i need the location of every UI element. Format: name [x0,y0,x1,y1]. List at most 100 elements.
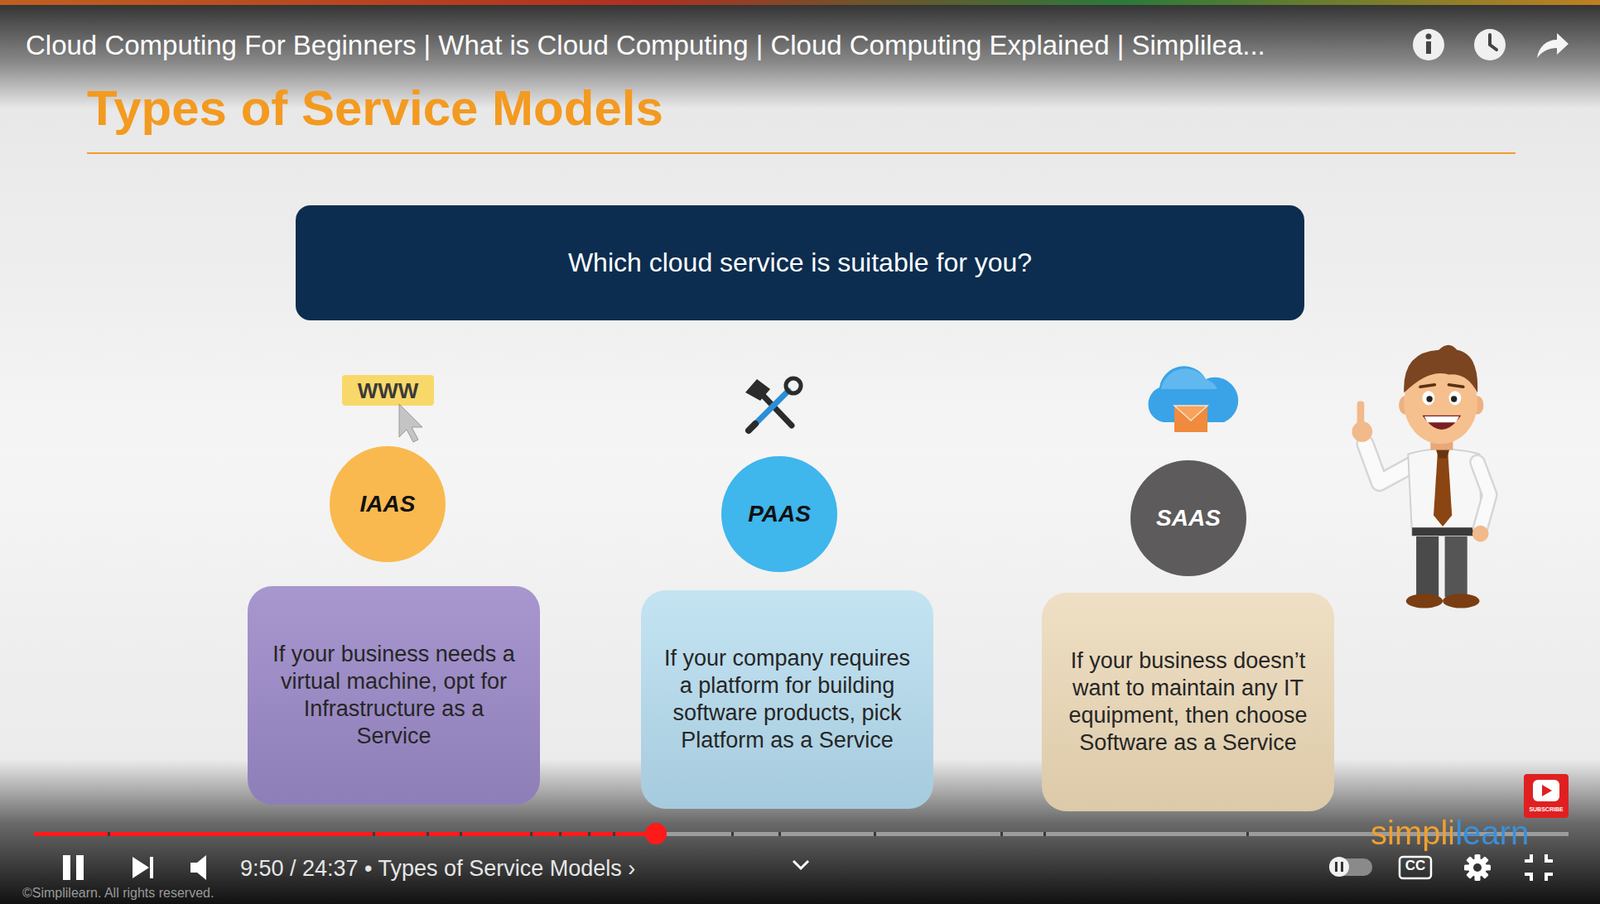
presenter-figure-part [1472,525,1490,543]
progress-bar-part-part [559,832,562,837]
top-icons-part [1474,28,1506,61]
player-controls-part-part [1546,874,1553,882]
top-icons-part [1537,33,1569,58]
tools-icon-part [753,390,789,426]
subscribe-button [1523,774,1569,819]
cloud-mail-icon-part [1174,405,1208,421]
node-text: Which cloud service is suitable for you? [568,246,1032,280]
question-banner: Which cloud service is suitable for you? [295,205,1305,321]
player-controls-part-part [1546,854,1553,862]
presenter-figure-part [1416,530,1439,598]
video-title: Cloud Computing For Beginners | What is … [25,28,1266,63]
progress-bar-part-part [530,832,533,837]
description-box: If your business doesn’t want to maintai… [1041,592,1335,812]
presenter-figure-part [1364,443,1413,483]
presenter-figure-part [1412,527,1482,536]
service-label: PAAS [747,500,811,529]
presenter-figure-part [1445,530,1468,598]
player-controls-part [132,857,150,879]
progress-bar-part [33,832,1569,837]
tools-icon [745,378,801,431]
tools-icon-part [748,424,756,431]
player-controls-part-part [1465,856,1490,880]
progress-bar-part-part [731,832,734,837]
player-controls-part [1340,862,1344,873]
player-controls-part [1329,857,1350,878]
presenter-figure-part [1477,462,1490,528]
progress-bar-part-part [107,832,111,837]
presenter-figure-part [1433,452,1452,527]
cloud-mail-icon-part [1161,368,1218,390]
presenter-figure-part [1420,385,1464,387]
progress-bar-part-part [459,832,463,837]
top-icons-part [1412,28,1445,61]
player-controls-part [793,861,809,869]
icon-text: WWW [342,378,434,405]
player-controls-part [1334,862,1338,873]
www-icon-part [399,404,423,443]
progress-bar-part-part [587,832,591,837]
top-icons-part [1426,33,1432,40]
node-text: If your business doesn’t want to maintai… [1061,647,1315,757]
presenter-figure-part [1403,345,1478,394]
progress-bar-part-part [372,832,376,837]
progress-bar-part-part [778,832,781,837]
subscribe-button-part [1532,780,1560,802]
service-circle: SAAS [1130,460,1247,577]
progress-bar-part-part [426,832,429,837]
player-controls-part [190,855,207,881]
presenter-figure-part [1449,390,1462,405]
progress-bar-part-part [1043,832,1046,837]
player-controls-part-part [1524,874,1532,882]
progress-bar-part [107,832,1249,837]
subscribe-button-part [1523,774,1569,819]
progress-bar-part [645,823,667,845]
www-icon [342,375,434,443]
top-icons [1412,28,1569,61]
service-circle: IAAS [329,446,446,563]
presenter-figure-part [1450,395,1457,402]
www-icon-part [342,375,434,406]
progress-bar-part-part [612,832,616,837]
progress-bar [33,823,1569,845]
node-text: If your business needs a virtual machine… [267,640,521,751]
cc-button: CC [1399,857,1432,875]
service-circle: PAAS [721,456,838,573]
player-controls-part [1464,854,1491,882]
progress-bar-part [33,832,656,837]
tools-icon-part [745,379,771,401]
presenter-figure-part [1421,390,1435,405]
time-chapter: 9:50 / 24:37 • Types of Service Models › [240,855,636,882]
top-icons-part [1426,41,1432,54]
cloud-mail-icon [1148,366,1239,433]
player-controls-part-part [1468,858,1487,878]
tools-icon-part [785,378,801,394]
player-controls-part [62,855,71,881]
player-controls-part [149,857,154,879]
top-icons-part [1489,34,1497,50]
presenter-figure-part [1364,443,1413,483]
presenter-figure-part [1421,415,1461,430]
cloud-mail-icon-part [1148,366,1239,423]
brand-logo: simplilearn [1370,813,1529,854]
subscribe-button-part [1542,785,1552,797]
progress-bar-part-part [873,832,877,837]
player-controls-part [1524,854,1553,882]
subscribe-text: SUBSCRIBE [1523,806,1569,814]
watermark: ©Simplilearn. All rights reserved. [22,885,214,902]
title-underline [86,152,1516,155]
cloud-mail-icon-part [1174,405,1208,433]
service-label: IAAS [360,490,416,519]
top-stripe [0,0,1600,5]
player-controls-part [76,855,84,881]
progress-bar-part-part [1246,832,1249,837]
description-box: If your business needs a virtual machine… [247,586,540,805]
node-text: If your company requires a platform for … [660,645,914,755]
presenter-figure-part [1424,416,1460,423]
presenter-figure-part [1442,593,1480,608]
presenter-figure [1351,345,1490,609]
circle-fill [1130,460,1247,577]
player-controls-part [1399,857,1432,879]
circle-fill [721,456,838,573]
